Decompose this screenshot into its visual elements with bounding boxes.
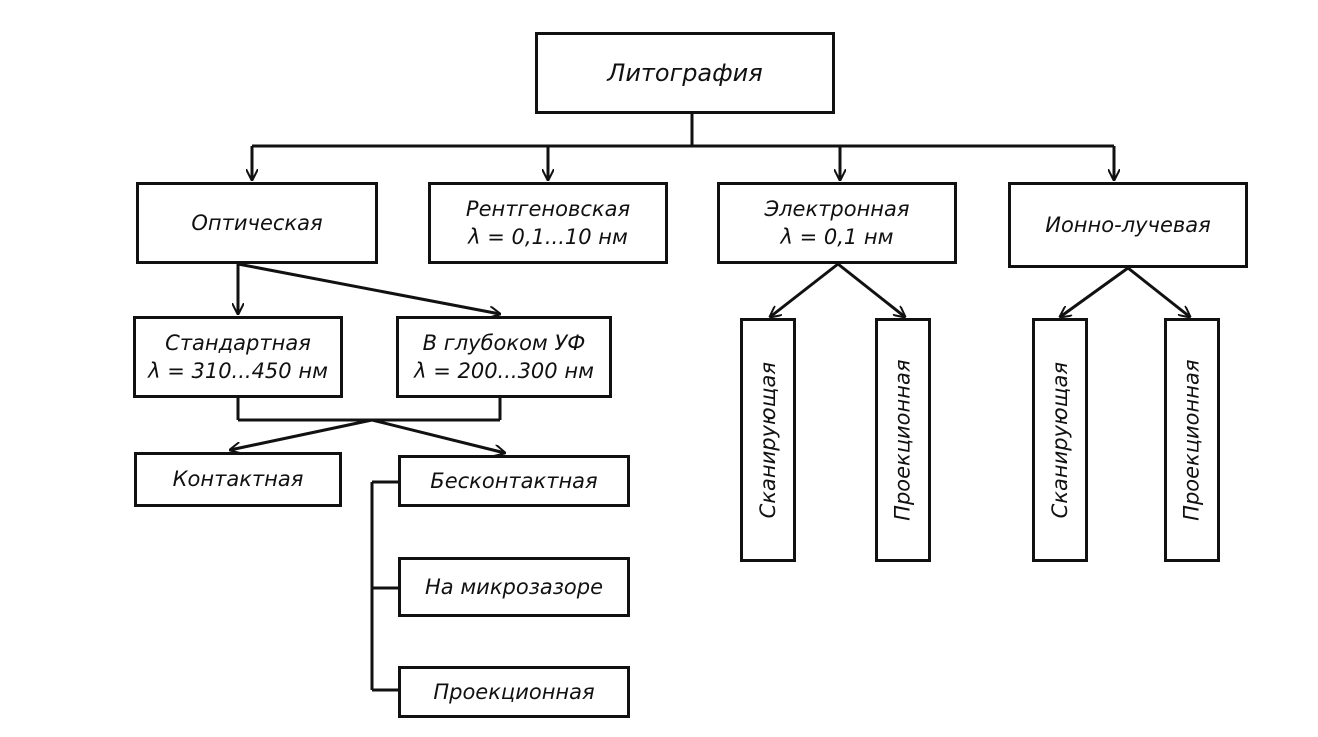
standard-wavelength: λ = 310...450 нм (148, 359, 328, 383)
microgap-box: На микрозазоре (398, 557, 630, 617)
xray-wavelength: λ = 0,1...10 нм (468, 225, 628, 249)
deep-uv-wavelength: λ = 200...300 нм (414, 359, 594, 383)
contact-label: Контактная (172, 467, 304, 492)
microgap-label: На микрозазоре (425, 574, 603, 599)
arrow-to-electron-scanning (770, 262, 839, 317)
electron-projection-label: Проекционная (890, 359, 915, 521)
ion-scanning-label: Сканирующая (1047, 361, 1072, 519)
electron-scanning-label: Сканирующая (755, 361, 780, 519)
ion-projection-label: Проекционная (1179, 359, 1204, 521)
xray-label: Рентгеновская (465, 196, 631, 221)
standard-label: Стандартная (165, 330, 311, 355)
deep-uv-label: В глубоком УФ (422, 330, 586, 355)
ion-scanning-box: Сканирующая (1032, 318, 1088, 562)
electron-scanning-box: Сканирующая (740, 318, 796, 562)
electron-label: Электронная (764, 196, 910, 221)
root-box: Литография (535, 32, 835, 114)
arrow-to-ion-scanning (1060, 266, 1129, 317)
noncontact-box: Бесконтактная (398, 455, 630, 507)
optical-projection-label: Проекционная (433, 679, 595, 704)
optical-projection-box: Проекционная (398, 666, 630, 718)
noncontact-label: Бесконтактная (430, 468, 598, 493)
electron-wavelength: λ = 0,1 нм (780, 225, 894, 249)
standard-box: Стандартная λ = 310...450 нм (133, 316, 343, 398)
electron-box: Электронная λ = 0,1 нм (717, 182, 957, 264)
arrow-to-contact (230, 418, 373, 450)
arrow-to-electron-projection (837, 262, 905, 317)
optical-label: Оптическая (191, 210, 323, 235)
optical-box: Оптическая (136, 182, 378, 264)
ion-box: Ионно-лучевая (1008, 182, 1248, 268)
deep-uv-box: В глубоком УФ λ = 200...300 нм (396, 316, 612, 398)
ion-label: Ионно-лучевая (1045, 212, 1211, 237)
electron-projection-box: Проекционная (875, 318, 931, 562)
contact-box: Контактная (134, 452, 342, 507)
ion-projection-box: Проекционная (1164, 318, 1220, 562)
arrow-to-noncontact (371, 418, 505, 453)
arrow-to-deep-uv (237, 262, 500, 314)
xray-box: Рентгеновская λ = 0,1...10 нм (428, 182, 668, 264)
arrow-to-ion-projection (1127, 266, 1190, 317)
root-label: Литография (607, 58, 763, 87)
